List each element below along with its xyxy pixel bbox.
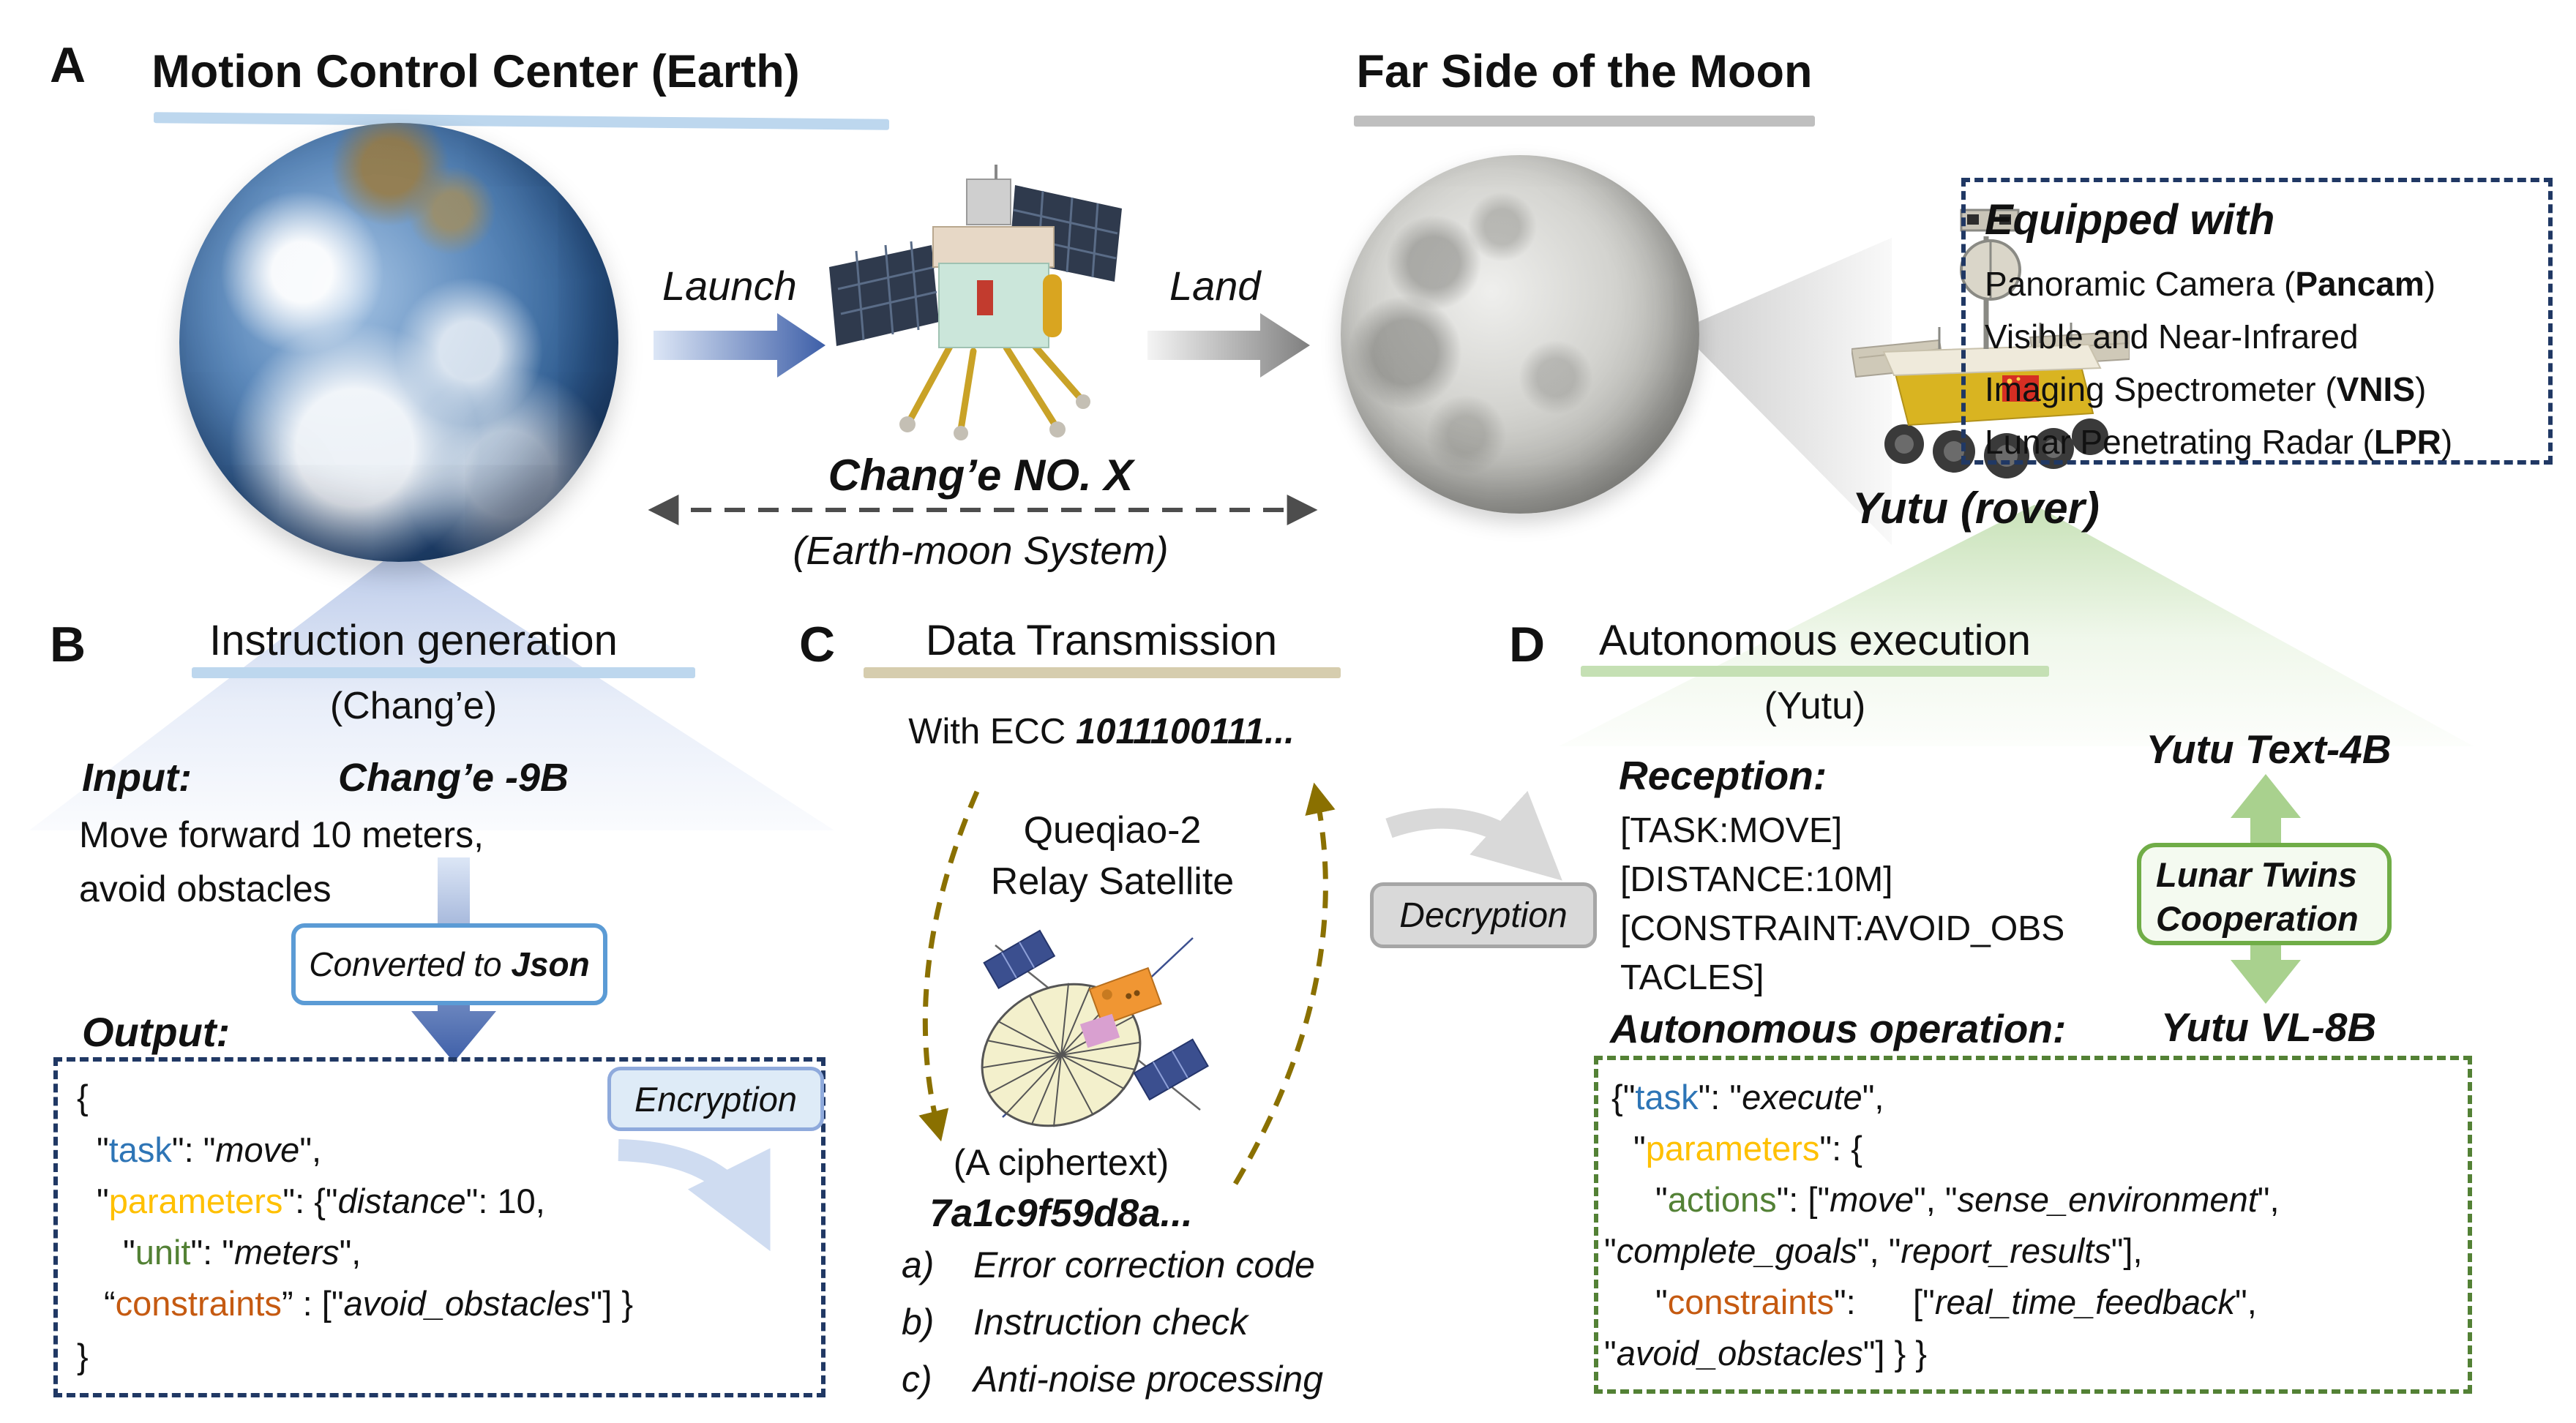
decryption-text: Decryption	[1399, 896, 1568, 935]
decryption-curved-arrow	[1385, 791, 1562, 881]
launch-arrow	[654, 313, 825, 378]
encryption-box: Encryption	[607, 1067, 824, 1131]
list-item-b-marker: b)	[902, 1302, 935, 1343]
panel-b-subtitle: (Chang’e)	[329, 685, 498, 727]
json-line-parameters: "parameters": {"distance": 10,	[97, 1182, 545, 1220]
reception-line-1: [TASK:MOVE]	[1620, 811, 1843, 850]
equipped-line-1: Panoramic Camera (Pancam)	[1985, 265, 2436, 303]
panel-c-title: Data Transmission	[925, 617, 1278, 664]
decryption-box: Decryption	[1370, 882, 1597, 948]
json-line-constraints: “constraints” : ["avoid_obstacles"] }	[104, 1284, 634, 1323]
reception-line-4: TACLES]	[1620, 958, 1764, 997]
panel-c-label: C	[799, 617, 836, 672]
list-item-c-text: Anti-noise processing	[973, 1359, 1324, 1400]
equipped-line-3: Imaging Spectrometer (VNIS)	[1985, 370, 2427, 408]
ciphertext-value: 7a1c9f59d8a...	[929, 1192, 1193, 1235]
panel-a-label: A	[50, 37, 86, 93]
panel-b-title: Instruction generation	[209, 617, 618, 664]
json-line-unit: "unit": "meters",	[123, 1233, 362, 1272]
execution-json-box	[1594, 1056, 2472, 1394]
input-text-line1: Move forward 10 meters,	[79, 814, 484, 855]
exec-json-line-actions: "actions": ["move", "sense_environment",	[1655, 1180, 2280, 1219]
reception-line-3: [CONSTRAINT:AVOID_OBS	[1620, 909, 2065, 948]
lunar-twins-box: Lunar Twins Cooperation	[2137, 843, 2392, 945]
uplink-dashed-arc	[918, 790, 980, 1142]
panel-a-title-moon: Far Side of the Moon	[1356, 46, 1813, 97]
launch-label: Launch	[662, 263, 797, 309]
panel-c-underline	[864, 667, 1341, 678]
land-arrow	[1147, 313, 1310, 378]
panel-b-label: B	[50, 617, 86, 672]
reception-label: Reception:	[1619, 753, 1827, 798]
satellite-name-line2: Relay Satellite	[990, 860, 1235, 903]
exec-json-line-constraints: "constraints": ["real_time_feedback",	[1655, 1283, 2257, 1321]
panel-d-label: D	[1509, 617, 1546, 672]
equipped-line-4: Lunar Penetrating Radar (LPR)	[1985, 423, 2453, 461]
change-lander-illustration	[829, 165, 1122, 440]
input-text-line2: avoid obstacles	[79, 868, 332, 909]
yutu-vl-model-label: Yutu VL-8B	[2160, 1005, 2377, 1050]
input-label: Input:	[82, 756, 192, 800]
system-label: (Earth-moon System)	[793, 529, 1169, 573]
queqiao-satellite-illustration	[981, 929, 1209, 1127]
ciphertext-label: (A ciphertext)	[953, 1142, 1169, 1183]
list-item-c-marker: c)	[902, 1359, 932, 1400]
json-line-task: "task": "move",	[97, 1130, 322, 1169]
panel-a-title-earth: Motion Control Center (Earth)	[151, 46, 800, 97]
exec-json-line-parameters: "parameters": {	[1633, 1129, 1862, 1168]
lander-name-label: Chang’e NO. X	[828, 451, 1134, 500]
ecc-line: With ECC 1011100111...	[908, 712, 1295, 751]
moon-title-underline	[1354, 116, 1815, 127]
output-label: Output:	[82, 1009, 231, 1055]
lunar-twins-line2: Cooperation	[2156, 899, 2359, 938]
autonomous-operation-label: Autonomous operation:	[1610, 1006, 2067, 1051]
yutu-text-model-label: Yutu Text-4B	[2146, 726, 2392, 772]
reception-line-2: [DISTANCE:10M]	[1620, 860, 1893, 899]
exec-json-line-goals: "complete_goals", "report_results"],	[1604, 1231, 2143, 1270]
equipped-with-box: Equipped with Panoramic Camera (Pancam) …	[1961, 178, 2553, 465]
exec-json-line-task: {"task": "execute",	[1611, 1078, 1884, 1116]
panel-d-underline	[1581, 666, 2049, 677]
satellite-name-line1: Queqiao-2	[1023, 809, 1202, 852]
land-label: Land	[1169, 263, 1261, 309]
converted-to-json-text: Converted to Json	[309, 945, 590, 983]
encryption-text: Encryption	[634, 1079, 798, 1119]
panel-b-underline	[192, 667, 695, 678]
lunar-twins-line1: Lunar Twins	[2156, 855, 2358, 894]
moon-illustration	[1341, 155, 1699, 514]
list-item-b-text: Instruction check	[973, 1302, 1248, 1343]
json-line-close: }	[77, 1337, 89, 1375]
yutu-rover-illustration	[1852, 209, 2130, 478]
equipped-line-2: Visible and Near-Infrared	[1985, 318, 2359, 356]
rover-name-label: Yutu (rover)	[1852, 484, 2100, 533]
panel-d-title: Autonomous execution	[1598, 617, 2032, 664]
panel-d-subtitle: (Yutu)	[1764, 685, 1866, 727]
list-item-a-marker: a)	[902, 1244, 935, 1285]
encryption-curved-arrow	[618, 1139, 771, 1252]
list-item-a-text: Error correction code	[973, 1244, 1315, 1285]
exec-json-line-close: "avoid_obstacles"] } }	[1604, 1334, 1928, 1373]
downlink-dashed-arc	[1232, 782, 1336, 1185]
input-model-label: Chang’e -9B	[338, 756, 569, 800]
equipped-title: Equipped with	[1985, 196, 2275, 244]
converted-to-json-box: Converted to Json	[291, 923, 607, 1005]
json-line-open: {	[77, 1078, 89, 1116]
earth-illustration	[179, 123, 618, 562]
output-json-box	[53, 1057, 825, 1397]
